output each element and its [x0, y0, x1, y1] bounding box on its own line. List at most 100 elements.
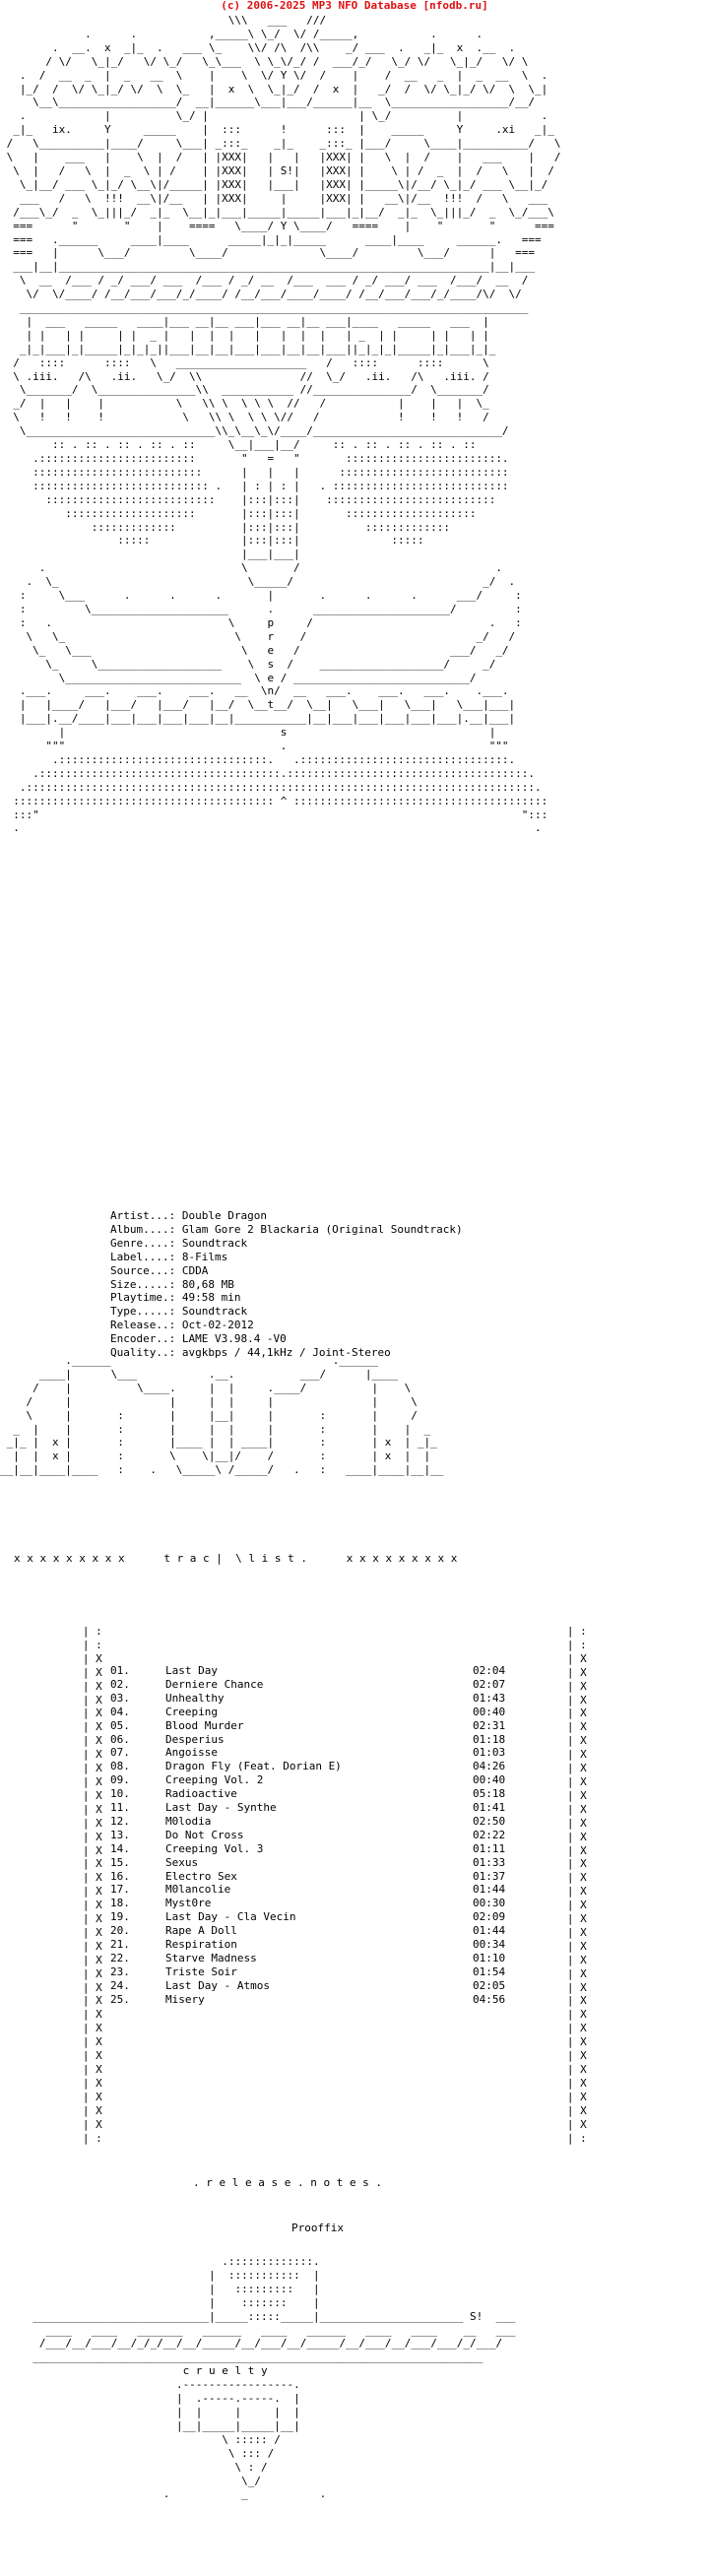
track-time: 01:33: [473, 1855, 506, 1869]
track-number: 20.: [110, 1924, 130, 1938]
info-value-type: Soundtrack: [181, 1305, 248, 1319]
track-time: 01:44: [473, 1924, 506, 1938]
track-number: 11.: [110, 1801, 130, 1814]
track-time: 02:05: [473, 1978, 506, 1992]
track-time: 01:41: [473, 1801, 506, 1814]
track-number: 17.: [110, 1883, 130, 1897]
track-title: Creeping Vol. 3: [165, 1841, 264, 1855]
info-row-release: Release..:Oct-02-2012: [110, 1319, 254, 1332]
info-value-genre: Soundtrack: [181, 1236, 248, 1250]
track-time: 02:04: [473, 1664, 506, 1677]
tracklist-heading: x x x x x x x x x t r a c | \ l i s t . …: [14, 1552, 458, 1565]
track-number: 12.: [110, 1814, 130, 1828]
info-value-quality: avgkbps / 44,1kHz / Joint-Stereo: [181, 1346, 391, 1359]
track-row: 02. Derniere Chance 02:07: [110, 1678, 544, 1692]
track-title: Last Day - Synthe: [165, 1801, 277, 1814]
info-value-size: 80,68 MB: [181, 1277, 234, 1291]
track-title: Desperius: [165, 1732, 225, 1746]
track-title: Dragon Fly (Feat. Dorian E): [165, 1760, 342, 1773]
track-number: 05.: [110, 1718, 130, 1732]
track-number: 23.: [110, 1964, 130, 1978]
track-title: Unhealthy: [165, 1691, 225, 1705]
track-time: 05:18: [473, 1787, 506, 1801]
track-number: 25.: [110, 1992, 130, 2006]
track-number: 18.: [110, 1897, 130, 1910]
track-title: M0lancolie: [165, 1883, 231, 1897]
info-value-label: 8-Films: [181, 1250, 228, 1263]
track-time: 00:40: [473, 1705, 506, 1718]
track-title: Myst0re: [165, 1897, 212, 1910]
track-number: 22.: [110, 1951, 130, 1964]
info-label-release: Release..:: [110, 1319, 176, 1332]
info-row-album: Album....: Glam Gore 2 Blackaria (Origina…: [110, 1223, 463, 1237]
track-time: 02:50: [473, 1814, 506, 1828]
track-row: 12. M0lodia 02:50: [110, 1815, 544, 1829]
track-title: Starve Madness: [165, 1951, 257, 1964]
track-title: M0lodia: [165, 1814, 212, 1828]
track-title: Sexus: [165, 1855, 199, 1869]
track-row: 08.Dragon Fly (Feat. Dorian E)04:26: [110, 1760, 544, 1773]
tracklist-border-left: | : | : | X | X | X | X | X | X | X | X …: [82, 1625, 102, 2145]
ascii-art-top: \\\ ___ /// . . ,_____\ \_/ \/ /_____, .…: [6, 14, 561, 835]
track-title: Electro Sex: [165, 1869, 237, 1883]
track-row: 18. Myst0re 00:30: [110, 1897, 544, 1910]
info-label-source: Source...:: [110, 1263, 176, 1277]
track-number: 13.: [110, 1828, 130, 1841]
track-number: 19.: [110, 1910, 130, 1924]
track-time: 02:07: [473, 1677, 506, 1691]
track-time: 01:11: [473, 1841, 506, 1855]
info-label-quality: Quality..:: [110, 1346, 176, 1359]
info-row-artist: Artist...:Double Dragon: [110, 1209, 267, 1223]
info-label-artist: Artist...:: [110, 1209, 176, 1222]
track-row: 14. Creeping Vol. 3 01:11: [110, 1842, 544, 1856]
track-title: Do Not Cross: [165, 1828, 244, 1841]
ascii-art-bottom: .:::::::::::::. | ::::::::::: | | ::::::…: [32, 2255, 516, 2501]
track-title: Respiration: [165, 1938, 237, 1951]
info-value-source: CDDA: [181, 1263, 209, 1277]
info-row-encoder: Encoder..: LAME V3.98.4 -V0: [110, 1332, 287, 1346]
track-number: 16.: [110, 1869, 130, 1883]
info-label-album: Album....:: [110, 1222, 176, 1236]
info-label-type: Type.....:: [110, 1305, 176, 1319]
track-title: Derniere Chance: [165, 1677, 264, 1691]
track-time: 02:22: [473, 1828, 506, 1841]
track-number: 14.: [110, 1841, 130, 1855]
info-value-album: Glam Gore 2 Blackaria (Original Soundtra…: [181, 1222, 463, 1236]
track-time: 00:30: [473, 1897, 506, 1910]
track-title: Creeping Vol. 2: [165, 1773, 264, 1787]
info-value-encoder: LAME V3.98.4 -V0: [181, 1332, 287, 1346]
info-row-source: Source...: CDDA: [110, 1264, 208, 1278]
track-number: 06.: [110, 1732, 130, 1746]
track-time: 01:03: [473, 1746, 506, 1760]
info-label-playtime: Playtime.:: [110, 1291, 176, 1305]
prooffix-label: Prooffix: [291, 2222, 344, 2234]
track-number: 02.: [110, 1677, 130, 1691]
info-row-playtime: Playtime.:49:58 min: [110, 1291, 240, 1305]
track-number: 21.: [110, 1938, 130, 1951]
info-label-encoder: Encoder..:: [110, 1332, 176, 1346]
info-label-label: Label....:: [110, 1250, 176, 1263]
track-time: 01:54: [473, 1964, 506, 1978]
track-time: 00:40: [473, 1773, 506, 1787]
track-time: 04:26: [473, 1760, 506, 1773]
track-title: Last Day: [165, 1664, 218, 1677]
track-number: 01.: [110, 1664, 130, 1677]
track-number: 03.: [110, 1691, 130, 1705]
track-number: 04.: [110, 1705, 130, 1718]
tracklist-border-right: | : | : | X | X | X | X | X | X | X | X …: [566, 1625, 587, 2145]
info-label-size: Size.....:: [110, 1277, 176, 1291]
track-number: 10.: [110, 1787, 130, 1801]
site-header: (c) 2006-2025 MP3 NFO Database [nfodb.ru…: [221, 0, 488, 12]
track-row: 13. Do Not Cross 02:22: [110, 1829, 544, 1842]
info-row-type: Type.....: Soundtrack: [110, 1305, 247, 1319]
